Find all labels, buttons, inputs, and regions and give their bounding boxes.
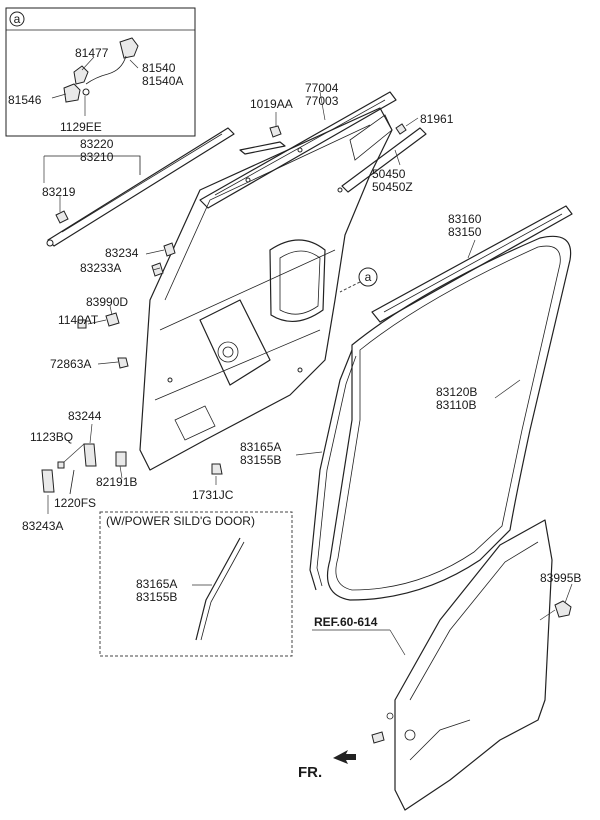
detail-box-a: a 81477 81540 81540A 81546 1129EE [5, 7, 196, 137]
label-83165A: 83165A [240, 440, 281, 454]
label-77004: 77004 [305, 81, 339, 95]
label-1129EE: 1129EE [60, 120, 102, 134]
label-50450: 50450 [372, 167, 406, 181]
front-run-channel [43, 127, 235, 247]
cap-82191B [115, 451, 127, 467]
power-door-label-83165A: 83165A [136, 577, 177, 591]
nut-1731JC [211, 463, 223, 475]
grommet-72863A [117, 357, 129, 369]
label-77003: 77003 [305, 94, 339, 108]
latch-bracket-part [63, 83, 81, 103]
bracket-83990D [105, 312, 120, 327]
label-83120B: 83120B [436, 385, 477, 399]
handle-83243A [41, 469, 55, 493]
label-1019AA: 1019AA [250, 97, 293, 111]
label-83219: 83219 [42, 185, 76, 199]
label-81540A: 81540A [142, 74, 183, 88]
vertical-seal [295, 349, 357, 591]
upper-weatherstrip [371, 205, 573, 323]
body-side-panel [312, 519, 573, 811]
clip-81961 [395, 123, 407, 135]
handle-83244 [83, 443, 97, 467]
label-83990D: 83990D [86, 295, 128, 309]
sliding-door-frame [139, 107, 393, 471]
front-direction-label: FR. [298, 764, 322, 781]
door-window-opening [269, 239, 326, 322]
label-83233A: 83233A [80, 261, 121, 275]
arrow-icon [333, 750, 356, 764]
label-82191B: 82191B [96, 475, 137, 489]
label-1220FS: 1220FS [54, 496, 96, 510]
label-81540: 81540 [142, 61, 176, 75]
door-latch-part [119, 37, 139, 59]
label-83244: 83244 [68, 409, 102, 423]
label-83110B: 83110B [436, 398, 476, 412]
rail-cover-50450 [341, 127, 427, 193]
label-83234: 83234 [105, 246, 139, 260]
callout-a-label: a [365, 270, 372, 284]
label-1731JC: 1731JC [192, 488, 234, 502]
label-81546: 81546 [8, 93, 42, 107]
callout-a-circle [358, 267, 378, 287]
latch-cable-part [73, 65, 89, 85]
door-hardware: a [41, 112, 427, 514]
label-81477: 81477 [75, 46, 109, 60]
plug-83995B [554, 600, 572, 618]
label-1123BQ: 1123BQ [30, 430, 73, 444]
detail-marker-label: a [14, 12, 21, 26]
front-direction-indicator [333, 750, 356, 764]
detail-marker-circle [9, 11, 25, 27]
label-1140AT: 1140AT [58, 313, 99, 327]
label-83155B: 83155B [240, 453, 281, 467]
label-83220: 83220 [80, 137, 114, 151]
clip-83219 [55, 210, 69, 224]
label-50450Z: 50450Z [372, 180, 413, 194]
bolt-1019AA [269, 125, 282, 138]
power-door-box-title: (W/POWER SILD'G DOOR) [106, 514, 255, 528]
label-83243A: 83243A [22, 519, 63, 533]
reference-label: REF.60-614 [314, 615, 378, 629]
label-72863A: 72863A [50, 357, 91, 371]
door-opening-weatherstrip [326, 235, 572, 601]
label-83995B: 83995B [540, 571, 581, 585]
label-83210: 83210 [80, 150, 114, 164]
label-83150: 83150 [448, 225, 482, 239]
label-81961: 81961 [420, 112, 454, 126]
power-door-label-83155B: 83155B [136, 590, 177, 604]
power-door-option-box [99, 511, 293, 657]
label-83160: 83160 [448, 212, 482, 226]
